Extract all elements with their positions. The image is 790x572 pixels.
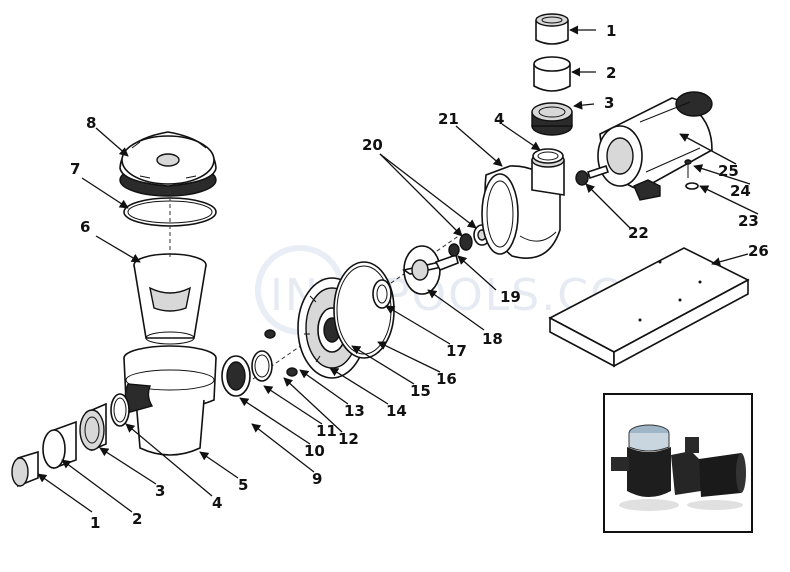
part-11-union-nut (221, 355, 251, 397)
callout-11: 11 (316, 422, 337, 440)
callout-12: 12 (338, 430, 359, 448)
part-17-ring (372, 279, 392, 309)
part-26-motor-base (548, 247, 750, 368)
part-2-top-union-ring (533, 56, 571, 92)
callout-21: 21 (438, 110, 459, 128)
callout-3-left: 3 (155, 482, 165, 500)
callout-18: 18 (482, 330, 503, 348)
callout-labels: 1 2 3 4 5 6 7 8 9 10 11 12 13 14 15 16 1… (70, 22, 769, 532)
callout-17: 17 (446, 342, 467, 360)
callout-4-top: 4 (494, 110, 504, 128)
part-19-shaft-seal (448, 243, 460, 257)
leader-lines (37, 25, 759, 513)
callout-13: 13 (344, 402, 365, 420)
part-6-strainer-basket (133, 253, 207, 345)
callout-10: 10 (304, 442, 325, 460)
callout-14: 14 (386, 402, 407, 420)
callout-25: 25 (718, 162, 739, 180)
callout-7: 7 (70, 160, 80, 178)
callout-19: 19 (500, 288, 521, 306)
callout-1-left: 1 (90, 514, 100, 532)
callout-5: 5 (238, 476, 248, 494)
callout-23: 23 (738, 212, 759, 230)
callout-3-top: 3 (604, 94, 614, 112)
part-23-washer (685, 182, 699, 190)
part-1-top-union-tail (535, 13, 569, 45)
callout-24: 24 (730, 182, 751, 200)
callout-9: 9 (312, 470, 322, 488)
callout-6: 6 (80, 218, 90, 236)
part-4-inlet-gasket (110, 383, 154, 427)
part-16-diffuser-o-ring (333, 261, 395, 359)
part-25-motor (586, 91, 713, 201)
callout-1-top: 1 (606, 22, 616, 40)
part-5-strainer-pot (123, 345, 217, 456)
product-photo-inset (603, 393, 753, 533)
part-3-union-nut (79, 402, 107, 452)
callout-2-top: 2 (606, 64, 616, 82)
callout-16: 16 (436, 370, 457, 388)
pump-photo (605, 395, 751, 531)
callout-4-left: 4 (212, 494, 222, 512)
callout-26: 26 (748, 242, 769, 260)
callout-8: 8 (86, 114, 96, 132)
part-21-pump-housing (481, 152, 565, 259)
callout-22: 22 (628, 224, 649, 242)
part-18-impeller (401, 245, 459, 295)
part-4-top-gasket (532, 148, 564, 164)
part-1-union-tail (11, 450, 39, 488)
part-22-slinger (575, 170, 589, 186)
part-3-top-union-nut (531, 102, 573, 136)
part-12-gasket (251, 350, 273, 382)
part-24-motor-screw (684, 159, 692, 178)
callout-20: 20 (362, 136, 383, 154)
part-8-strainer-lid (119, 131, 217, 197)
part-2-union-ring (42, 420, 77, 470)
callout-2-left: 2 (132, 510, 142, 528)
callout-15: 15 (410, 382, 431, 400)
